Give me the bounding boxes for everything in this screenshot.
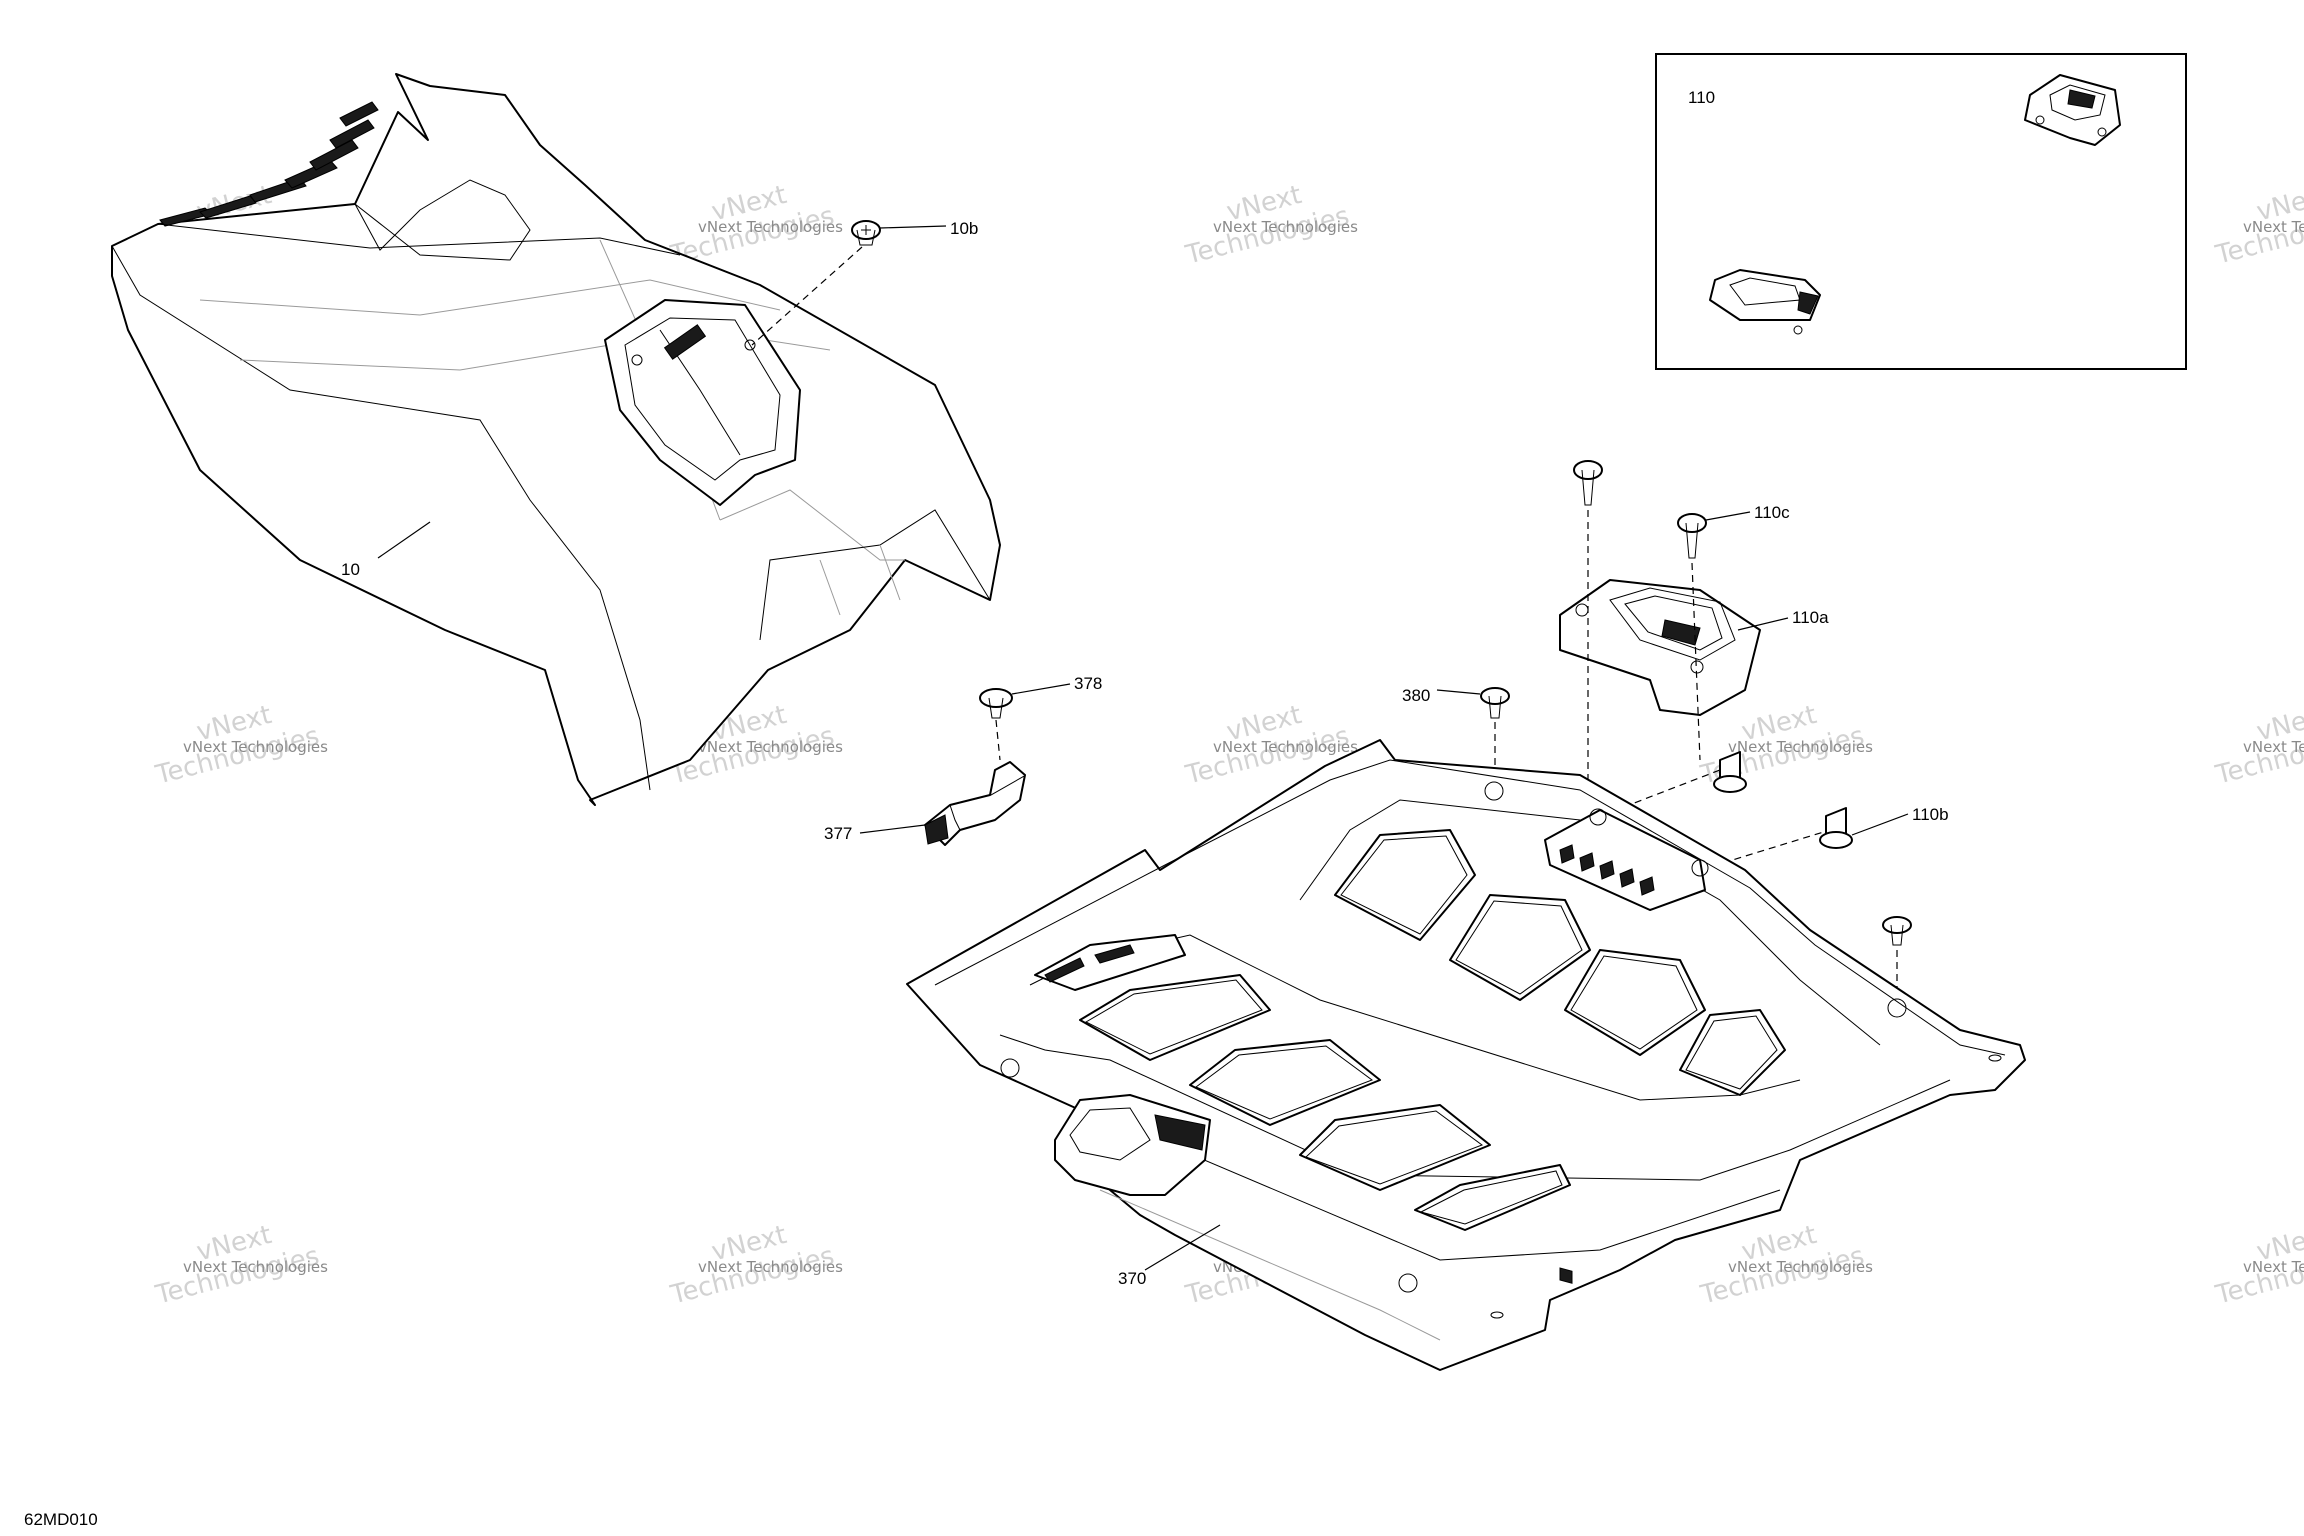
callout-378: 378 <box>1074 674 1102 693</box>
watermark-text: vNext Technologies <box>698 218 843 236</box>
handle-inset-bottom <box>1709 269 1821 335</box>
nut-110b-upper <box>1713 751 1747 793</box>
rivet-378 <box>979 688 1013 719</box>
watermark-text: vNext Technologies <box>698 1258 843 1276</box>
callout-110: 110 <box>1688 88 1715 107</box>
watermark-text: vNext Technologies <box>1213 738 1358 756</box>
skid-plate-part <box>906 739 2026 1371</box>
leader-line <box>859 824 926 834</box>
leader-line <box>1705 511 1751 521</box>
watermark-text: vNext Technologies <box>1728 1258 1873 1276</box>
rivet-380 <box>1480 687 1510 719</box>
watermark-text: vNext Technologies <box>183 1258 328 1276</box>
watermark-text: vNext Technologies <box>1728 738 1873 756</box>
screw-upper <box>1573 460 1603 506</box>
leader-line <box>1737 617 1789 631</box>
drawing-code: 62MD010 <box>24 1510 98 1529</box>
assembly-line <box>1691 562 1701 761</box>
callout-10: 10 <box>341 560 360 579</box>
callout-380: 380 <box>1402 686 1430 705</box>
callout-10b: 10b <box>950 219 978 238</box>
inset-detail-box: 110 <box>1655 53 2187 370</box>
leader-line <box>1436 689 1481 695</box>
assembly-line <box>995 719 1001 761</box>
watermark-text: vNext Technologies <box>2243 1258 2304 1276</box>
leader-line <box>377 521 431 559</box>
callout-110c: 110c <box>1754 503 1790 522</box>
leader-line <box>1851 813 1909 836</box>
watermark-text: vNext Technologies <box>1213 218 1358 236</box>
callout-377: 377 <box>824 824 852 843</box>
handle-110a <box>1559 579 1761 716</box>
watermark-text: vNext Technologies <box>2243 738 2304 756</box>
leader-line <box>879 225 947 229</box>
screw-10b <box>851 220 881 246</box>
watermark-text: vNext Technologies <box>2243 218 2304 236</box>
screw-110c <box>1677 513 1707 559</box>
assembly-line <box>751 246 863 346</box>
callout-110a: 110a <box>1792 608 1829 627</box>
watermark-text: vNext Technologies <box>183 738 328 756</box>
front-cover-part <box>111 73 1001 806</box>
callout-110b: 110b <box>1912 805 1949 824</box>
nut-110b-lower <box>1819 807 1853 849</box>
vent-slats <box>159 101 379 227</box>
grille-slots <box>1559 1267 1573 1284</box>
rivet-right <box>1882 916 1912 946</box>
handle-inset-top <box>2024 74 2121 146</box>
leader-line <box>1011 683 1071 695</box>
assembly-line <box>1699 829 1831 871</box>
leader-line <box>1144 1224 1221 1271</box>
callout-370: 370 <box>1118 1269 1146 1288</box>
clip-377 <box>924 761 1026 846</box>
watermark-text: vNext Technologies <box>698 738 843 756</box>
